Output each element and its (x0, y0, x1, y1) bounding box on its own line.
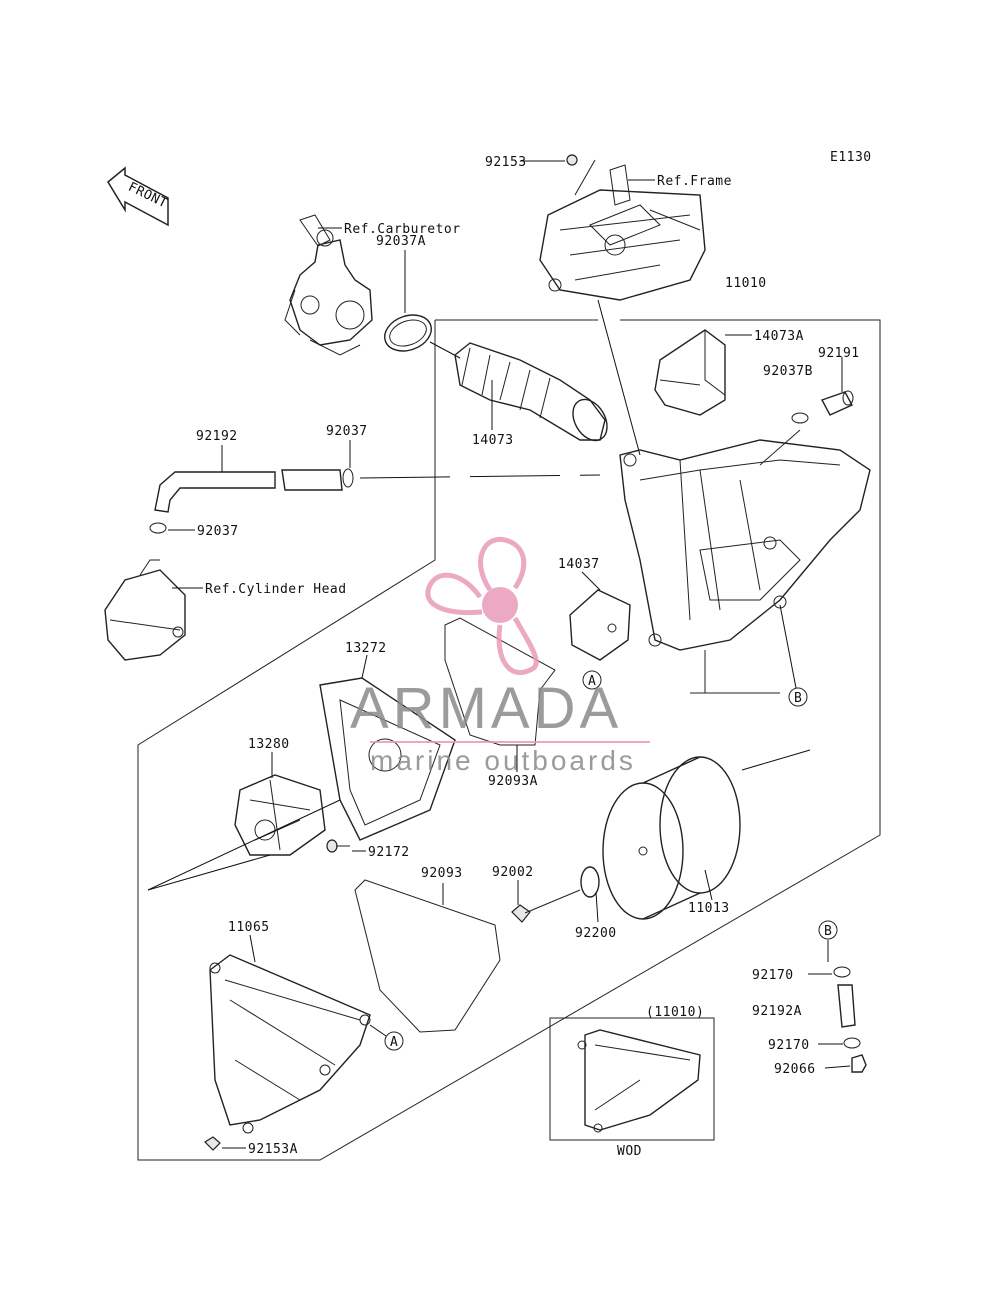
clip-92170-bottom (843, 1037, 861, 1049)
inset-11010-wod: (11010) WOD (549, 1005, 715, 1159)
label-92002: 92002 (492, 865, 534, 880)
bolt-92002 (511, 889, 581, 923)
intake-duct-14073 (454, 342, 608, 442)
carburetor-part (284, 214, 373, 356)
cover-11065 (209, 954, 371, 1134)
diagram-code: E1130 (830, 150, 872, 165)
label-11065: 11065 (228, 920, 270, 935)
pipe-92191 (820, 390, 854, 416)
label-ref-frame: Ref.Frame (657, 174, 732, 189)
ref-marker-b-1: B (788, 687, 808, 707)
ref-marker-a-2: A (384, 1031, 404, 1051)
label-14037: 14037 (558, 557, 600, 572)
inset-label-wod: WOD (617, 1144, 642, 1159)
front-arrow-icon: FRONT (107, 166, 170, 227)
hose-92192 (154, 469, 343, 513)
clip-92037b (791, 412, 809, 424)
label-11013: 11013 (688, 901, 730, 916)
ref-marker-a-1: A (582, 670, 602, 690)
watermark-brand: ARMADA (350, 676, 622, 741)
frame-part (539, 154, 706, 301)
label-92037-left: 92037 (197, 524, 239, 539)
clip-92170-top (833, 966, 851, 978)
label-11010: 11010 (725, 276, 767, 291)
label-92066: 92066 (774, 1062, 816, 1077)
label-92153a: 92153A (248, 1142, 298, 1157)
hose-92192a (837, 984, 856, 1028)
cylinder-head-cover (104, 559, 186, 661)
filter-element-11013 (602, 756, 741, 920)
main-frame-outline (137, 319, 881, 1161)
watermark-tagline: marine outboards (370, 745, 636, 776)
watermark-logo: ARMADA marine outboards (350, 536, 650, 776)
plate-14037 (569, 589, 631, 661)
cap-92066 (851, 1054, 867, 1073)
label-14073a: 14073A (754, 329, 804, 344)
duct-cover-14073a (654, 329, 726, 416)
svg-text:B: B (794, 691, 802, 706)
label-13280: 13280 (248, 737, 290, 752)
air-box-case (619, 429, 871, 651)
ref-marker-b-2: B (818, 920, 838, 940)
svg-text:A: A (588, 674, 596, 689)
label-92191: 92191 (818, 346, 860, 361)
label-92192a: 92192A (752, 1004, 802, 1019)
svg-text:B: B (824, 924, 832, 939)
gasket-92093a (444, 617, 556, 746)
label-92172: 92172 (368, 845, 410, 860)
label-92153: 92153 (485, 155, 527, 170)
clip-92037-top (342, 468, 354, 488)
screw-92172 (326, 839, 350, 853)
label-13272: 13272 (345, 641, 387, 656)
label-92170-top: 92170 (752, 968, 794, 983)
label-92093a: 92093A (488, 774, 538, 789)
gasket-92093 (354, 879, 501, 1033)
washer-92200 (580, 866, 600, 898)
label-92037a: 92037A (376, 234, 426, 249)
label-92037-top: 92037 (326, 424, 368, 439)
label-92037b: 92037B (763, 364, 813, 379)
inset-label-11010: (11010) (646, 1005, 704, 1020)
label-92170-bottom: 92170 (768, 1038, 810, 1053)
propeller-icon (425, 536, 539, 676)
label-92200: 92200 (575, 926, 617, 941)
label-14073: 14073 (472, 433, 514, 448)
clip-92037-left (149, 522, 167, 534)
label-ref-carburetor: Ref.Carburetor (344, 222, 461, 237)
label-ref-cylinder-head: Ref.Cylinder Head (205, 582, 347, 597)
svg-text:A: A (390, 1035, 398, 1050)
label-92192: 92192 (196, 429, 238, 444)
label-92093: 92093 (421, 866, 463, 881)
clamp-92037a (384, 314, 432, 352)
bolt-92153a (204, 1136, 221, 1151)
